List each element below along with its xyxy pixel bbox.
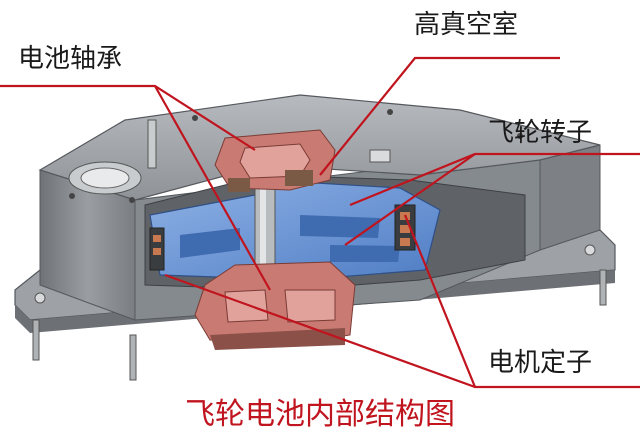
support-legs — [32, 119, 607, 381]
motor-stator — [149, 204, 416, 271]
bottom-bearing — [194, 261, 356, 350]
leader-motor-stator-2 — [164, 273, 476, 389]
top-bearing — [214, 129, 336, 192]
label-flywheel-rotor: 飞轮转子 — [488, 118, 593, 148]
diagram-caption: 飞轮电池内部结构图 — [185, 397, 455, 432]
label-motor-stator: 电机定子 — [488, 348, 593, 378]
leader-vacuum-chamber — [319, 56, 560, 176]
label-vacuum-chamber: 高真空室 — [414, 10, 519, 40]
leader-lines — [0, 56, 640, 389]
leader-battery-bearing-2 — [154, 85, 271, 291]
label-battery-bearing: 电池轴承 — [18, 44, 123, 74]
leader-flywheel-rotor-2 — [344, 153, 476, 246]
